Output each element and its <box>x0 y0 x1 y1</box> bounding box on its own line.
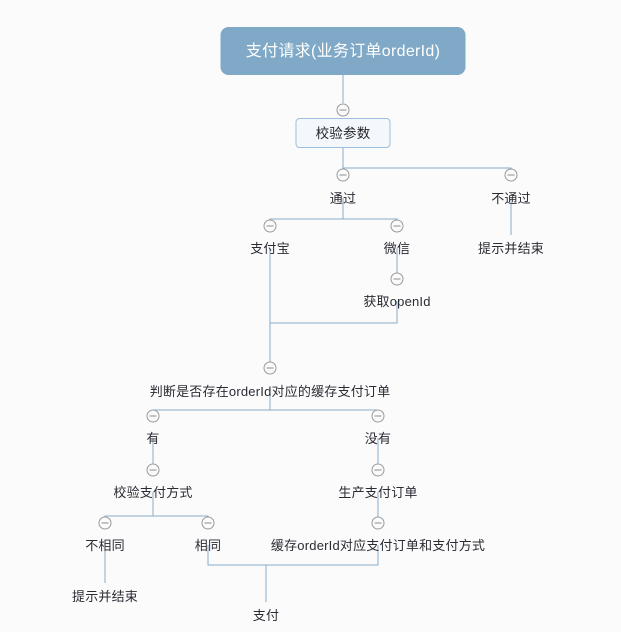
node-hasnot[interactable]: 没有 <box>365 430 391 447</box>
node-has[interactable]: 有 <box>146 430 159 447</box>
node-wechat[interactable]: 微信 <box>384 240 410 257</box>
collapse-minus-icon-validate[interactable] <box>336 103 350 117</box>
node-openid[interactable]: 获取openId <box>363 293 430 310</box>
node-tipend2[interactable]: 提示并结束 <box>72 588 138 605</box>
node-label-makeorder: 生产支付订单 <box>338 485 418 500</box>
collapse-minus-icon-wechat[interactable] <box>390 219 404 233</box>
node-label-cacheorder: 缓存orderId对应支付订单和支付方式 <box>270 538 486 553</box>
node-label-has: 有 <box>146 431 160 446</box>
collapse-minus-icon-cacheorder[interactable] <box>371 516 385 530</box>
node-cacheorder[interactable]: 缓存orderId对应支付订单和支付方式 <box>271 537 485 554</box>
node-label-openid: 获取openId <box>363 294 431 309</box>
node-label-wechat: 微信 <box>383 241 411 256</box>
collapse-minus-icon-different[interactable] <box>98 516 112 530</box>
node-makeorder[interactable]: 生产支付订单 <box>338 484 417 501</box>
node-checkway[interactable]: 校验支付方式 <box>113 484 192 501</box>
node-root[interactable]: 支付请求(业务订单orderId) <box>220 27 466 75</box>
collapse-minus-icon-checkcache[interactable] <box>263 361 277 375</box>
node-label-pass: 通过 <box>329 191 357 206</box>
node-notpass[interactable]: 不通过 <box>491 190 531 207</box>
collapse-minus-icon-checkway[interactable] <box>146 463 160 477</box>
node-validate[interactable]: 校验参数 <box>295 118 391 148</box>
node-label-alipay: 支付宝 <box>250 241 290 256</box>
node-label-same: 相同 <box>194 538 222 553</box>
node-same[interactable]: 相同 <box>195 537 221 554</box>
collapse-minus-icon-notpass[interactable] <box>504 168 518 182</box>
node-label-hasnot: 没有 <box>364 431 392 446</box>
node-label-checkcache: 判断是否存在orderId对应的缓存支付订单 <box>149 384 391 399</box>
node-pass[interactable]: 通过 <box>330 190 356 207</box>
node-label-checkway: 校验支付方式 <box>113 485 193 500</box>
collapse-minus-icon-hasnot[interactable] <box>371 409 385 423</box>
node-label-different: 不相同 <box>85 538 125 553</box>
edge-validate-to-notpass <box>342 148 512 175</box>
node-label-validate: 校验参数 <box>315 125 371 141</box>
node-label-pay: 支付 <box>252 608 280 623</box>
collapse-minus-icon-has[interactable] <box>146 409 160 423</box>
node-label-root: 支付请求(业务订单orderId) <box>245 42 441 60</box>
collapse-minus-icon-alipay[interactable] <box>263 219 277 233</box>
node-different[interactable]: 不相同 <box>85 537 125 554</box>
collapse-minus-icon-makeorder[interactable] <box>371 463 385 477</box>
collapse-minus-icon-openid[interactable] <box>390 272 404 286</box>
node-label-tipend2: 提示并结束 <box>71 589 139 604</box>
node-label-notpass: 不通过 <box>491 191 531 206</box>
node-alipay[interactable]: 支付宝 <box>250 240 290 257</box>
node-tipend1[interactable]: 提示并结束 <box>478 240 544 257</box>
node-label-tipend1: 提示并结束 <box>477 241 545 256</box>
collapse-minus-icon-same[interactable] <box>201 516 215 530</box>
node-checkcache[interactable]: 判断是否存在orderId对应的缓存支付订单 <box>150 383 391 400</box>
collapse-minus-icon-pass[interactable] <box>336 168 350 182</box>
node-pay[interactable]: 支付 <box>253 607 279 624</box>
